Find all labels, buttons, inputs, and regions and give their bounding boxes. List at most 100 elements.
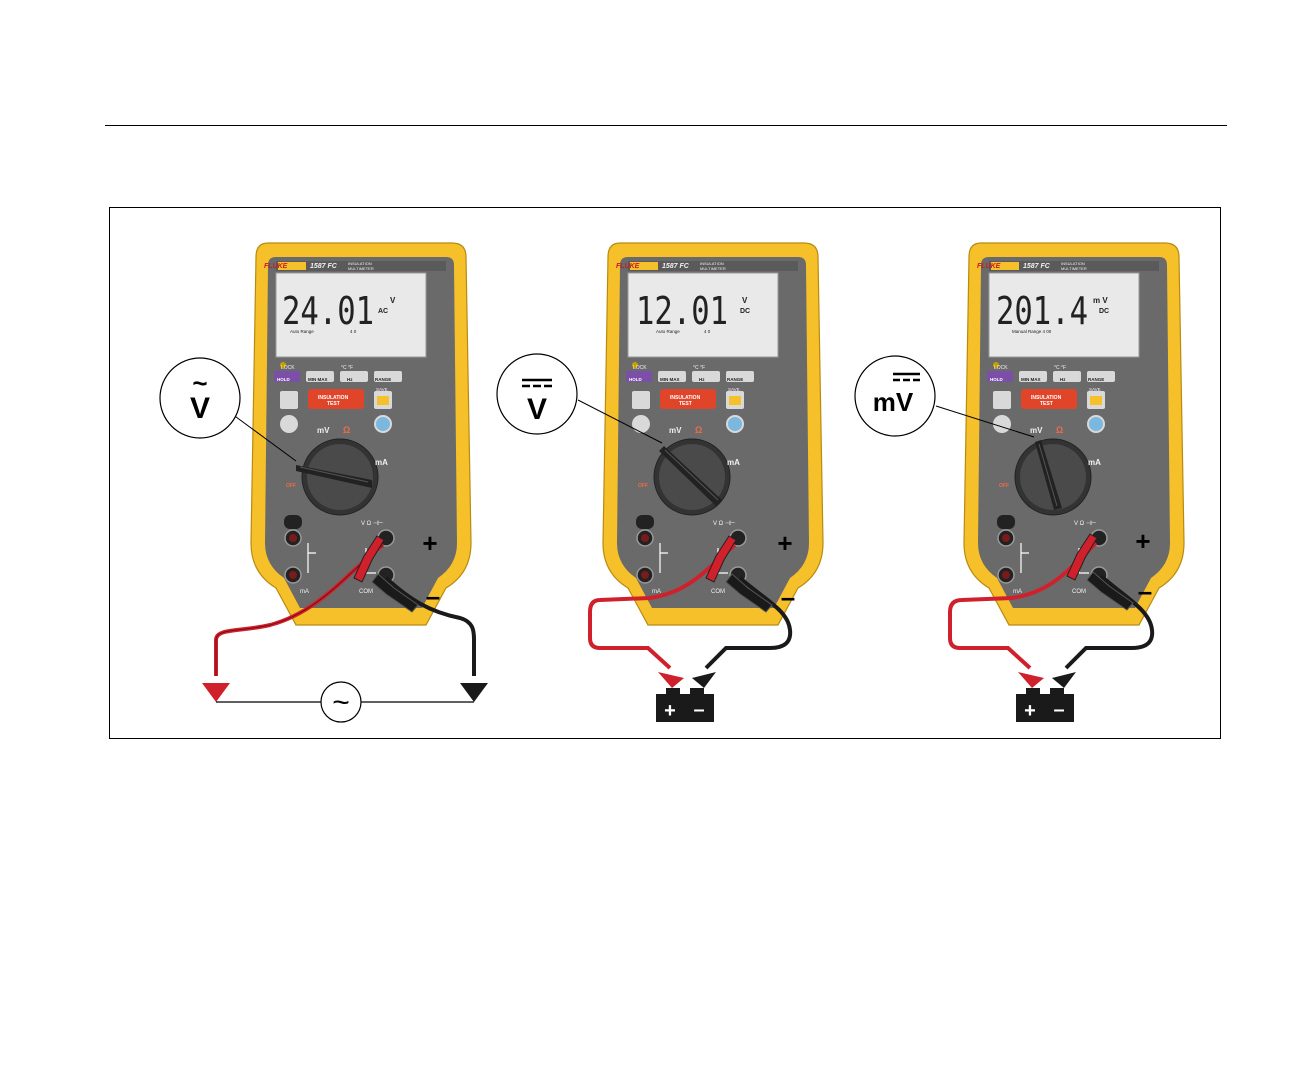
- callout-ac-mark: ~: [192, 368, 207, 398]
- dial-mv-label: mV: [669, 426, 682, 435]
- temp-label: °C °F: [1054, 365, 1066, 371]
- ma-jack-label: mA: [652, 589, 661, 595]
- lcd-unit-top: V: [742, 296, 748, 305]
- lock-label: LOCK: [281, 365, 295, 371]
- range-button[interactable]: RANGE: [375, 377, 391, 382]
- hold-button[interactable]: HOLD: [277, 377, 290, 382]
- insulation-button-line2[interactable]: TEST: [1040, 401, 1053, 407]
- panel-dc-voltage: FLUKE 1587 FC INSULATION MULTIMETER 12.0…: [496, 242, 824, 722]
- red-arrow: [658, 672, 684, 688]
- dial-ma-label: mA: [375, 458, 388, 467]
- model-label: 1587 FC: [1023, 263, 1051, 270]
- lock-label: LOCK: [633, 365, 647, 371]
- lcd-reading: 24.01: [282, 289, 374, 333]
- black-arrow: [692, 672, 716, 688]
- panel-dc-millivolt: FLUKE 1587 FC INSULATION MULTIMETER 201.…: [854, 242, 1185, 722]
- brand-logo: FLUKE: [616, 263, 640, 270]
- callout-symbol: V: [527, 393, 547, 426]
- red-probe: [1066, 533, 1098, 581]
- battery-plus-label: +: [1024, 700, 1036, 722]
- hold-button[interactable]: HOLD: [990, 377, 1003, 382]
- figure-frame: [109, 207, 1221, 739]
- lcd-unit-bottom: DC: [740, 308, 750, 315]
- black-probe: [371, 573, 419, 613]
- rotary-dial-pointer[interactable]: [296, 465, 372, 488]
- insulation-button-line2[interactable]: TEST: [327, 401, 340, 407]
- insulation-button-line1[interactable]: INSULATION: [318, 395, 349, 401]
- black-test-lead: [384, 576, 476, 676]
- model-sub-2: MULTIMETER: [1061, 266, 1087, 271]
- insulation-button-line1[interactable]: INSULATION: [670, 395, 701, 401]
- callout-circle: [854, 355, 936, 437]
- hz-button[interactable]: Hz: [1060, 377, 1066, 382]
- black-test-lead: [1064, 574, 1155, 670]
- dial-off-label: OFF: [638, 483, 648, 489]
- black-probe: [1086, 571, 1134, 611]
- save-label: SAVE: [376, 387, 388, 392]
- red-test-lead: [948, 541, 1098, 670]
- hz-button[interactable]: Hz: [699, 377, 705, 382]
- minmax-button[interactable]: MIN MAX: [660, 377, 680, 382]
- model-label: 1587 FC: [310, 263, 338, 270]
- red-probe: [353, 535, 385, 583]
- save-label: SAVE: [728, 387, 740, 392]
- hold-button[interactable]: HOLD: [629, 377, 642, 382]
- range-button[interactable]: RANGE: [727, 377, 743, 382]
- lcd-status-left: Auto Range: [290, 329, 314, 334]
- battery-plus-label: +: [664, 700, 676, 722]
- dial-mv-label: mV: [317, 426, 330, 435]
- model-sub-1: INSULATION: [348, 261, 372, 266]
- dial-ohm-label: Ω: [1056, 425, 1063, 435]
- model-label: 1587 FC: [662, 263, 690, 270]
- dc-symbol-icon: [522, 378, 552, 388]
- range-button[interactable]: RANGE: [1088, 377, 1104, 382]
- callout-circle: [159, 357, 241, 439]
- callout-leader: [577, 399, 663, 444]
- plus-label: +: [422, 528, 437, 558]
- red-arrow: [202, 683, 230, 702]
- v-jack-label: V Ω ⊣⊢: [713, 520, 735, 527]
- com-label: COM: [1072, 589, 1086, 595]
- insulation-button-line1[interactable]: INSULATION: [1031, 395, 1062, 401]
- lcd-reading: 201.4: [996, 289, 1088, 333]
- temp-label: °C °F: [693, 365, 705, 371]
- dial-ma-label: mA: [727, 458, 740, 467]
- ma-jack-label: mA: [1013, 589, 1022, 595]
- lcd-unit-top: V: [390, 296, 396, 305]
- header-rule: [105, 125, 1227, 126]
- dial-off-label: OFF: [286, 483, 296, 489]
- black-probe: [725, 573, 773, 613]
- lcd-status-left: Auto Range: [656, 329, 680, 334]
- temp-label: °C °F: [341, 365, 353, 371]
- lcd-status-left: Manual Range 4 00: [1012, 329, 1052, 334]
- battery-minus-label: –: [693, 699, 704, 721]
- insulation-button-line2[interactable]: TEST: [679, 401, 692, 407]
- dc-symbol-icon: [893, 372, 920, 382]
- minus-label: –: [426, 581, 440, 611]
- callout-circle: [496, 353, 578, 435]
- black-arrow: [1052, 672, 1076, 688]
- model-sub-2: MULTIMETER: [700, 266, 726, 271]
- black-test-lead: [704, 576, 793, 670]
- minus-label: –: [781, 582, 795, 612]
- red-test-lead: [588, 543, 737, 670]
- v-jack-label: V Ω ⊣⊢: [1074, 520, 1096, 527]
- black-arrow: [460, 683, 488, 702]
- lcd-status-right: 4 0: [350, 329, 357, 334]
- hz-button[interactable]: Hz: [347, 377, 353, 382]
- callout-symbol: V: [190, 392, 210, 425]
- minmax-button[interactable]: MIN MAX: [308, 377, 328, 382]
- panel-ac-voltage: FLUKE 1587 FC INSULATION MULTIMETER 24.0…: [159, 242, 488, 723]
- lcd-unit-bottom: AC: [378, 308, 388, 315]
- minmax-button[interactable]: MIN MAX: [1021, 377, 1041, 382]
- v-jack-label: V Ω ⊣⊢: [361, 520, 383, 527]
- plus-label: +: [1135, 526, 1150, 556]
- plus-label: +: [777, 528, 792, 558]
- battery-icon: [656, 688, 714, 722]
- ac-source-icon: [320, 681, 362, 723]
- model-sub-2: MULTIMETER: [348, 266, 374, 271]
- rotary-dial-pointer[interactable]: [1035, 440, 1062, 510]
- callout-symbol: mV: [873, 387, 914, 417]
- rotary-dial-pointer[interactable]: [659, 446, 722, 506]
